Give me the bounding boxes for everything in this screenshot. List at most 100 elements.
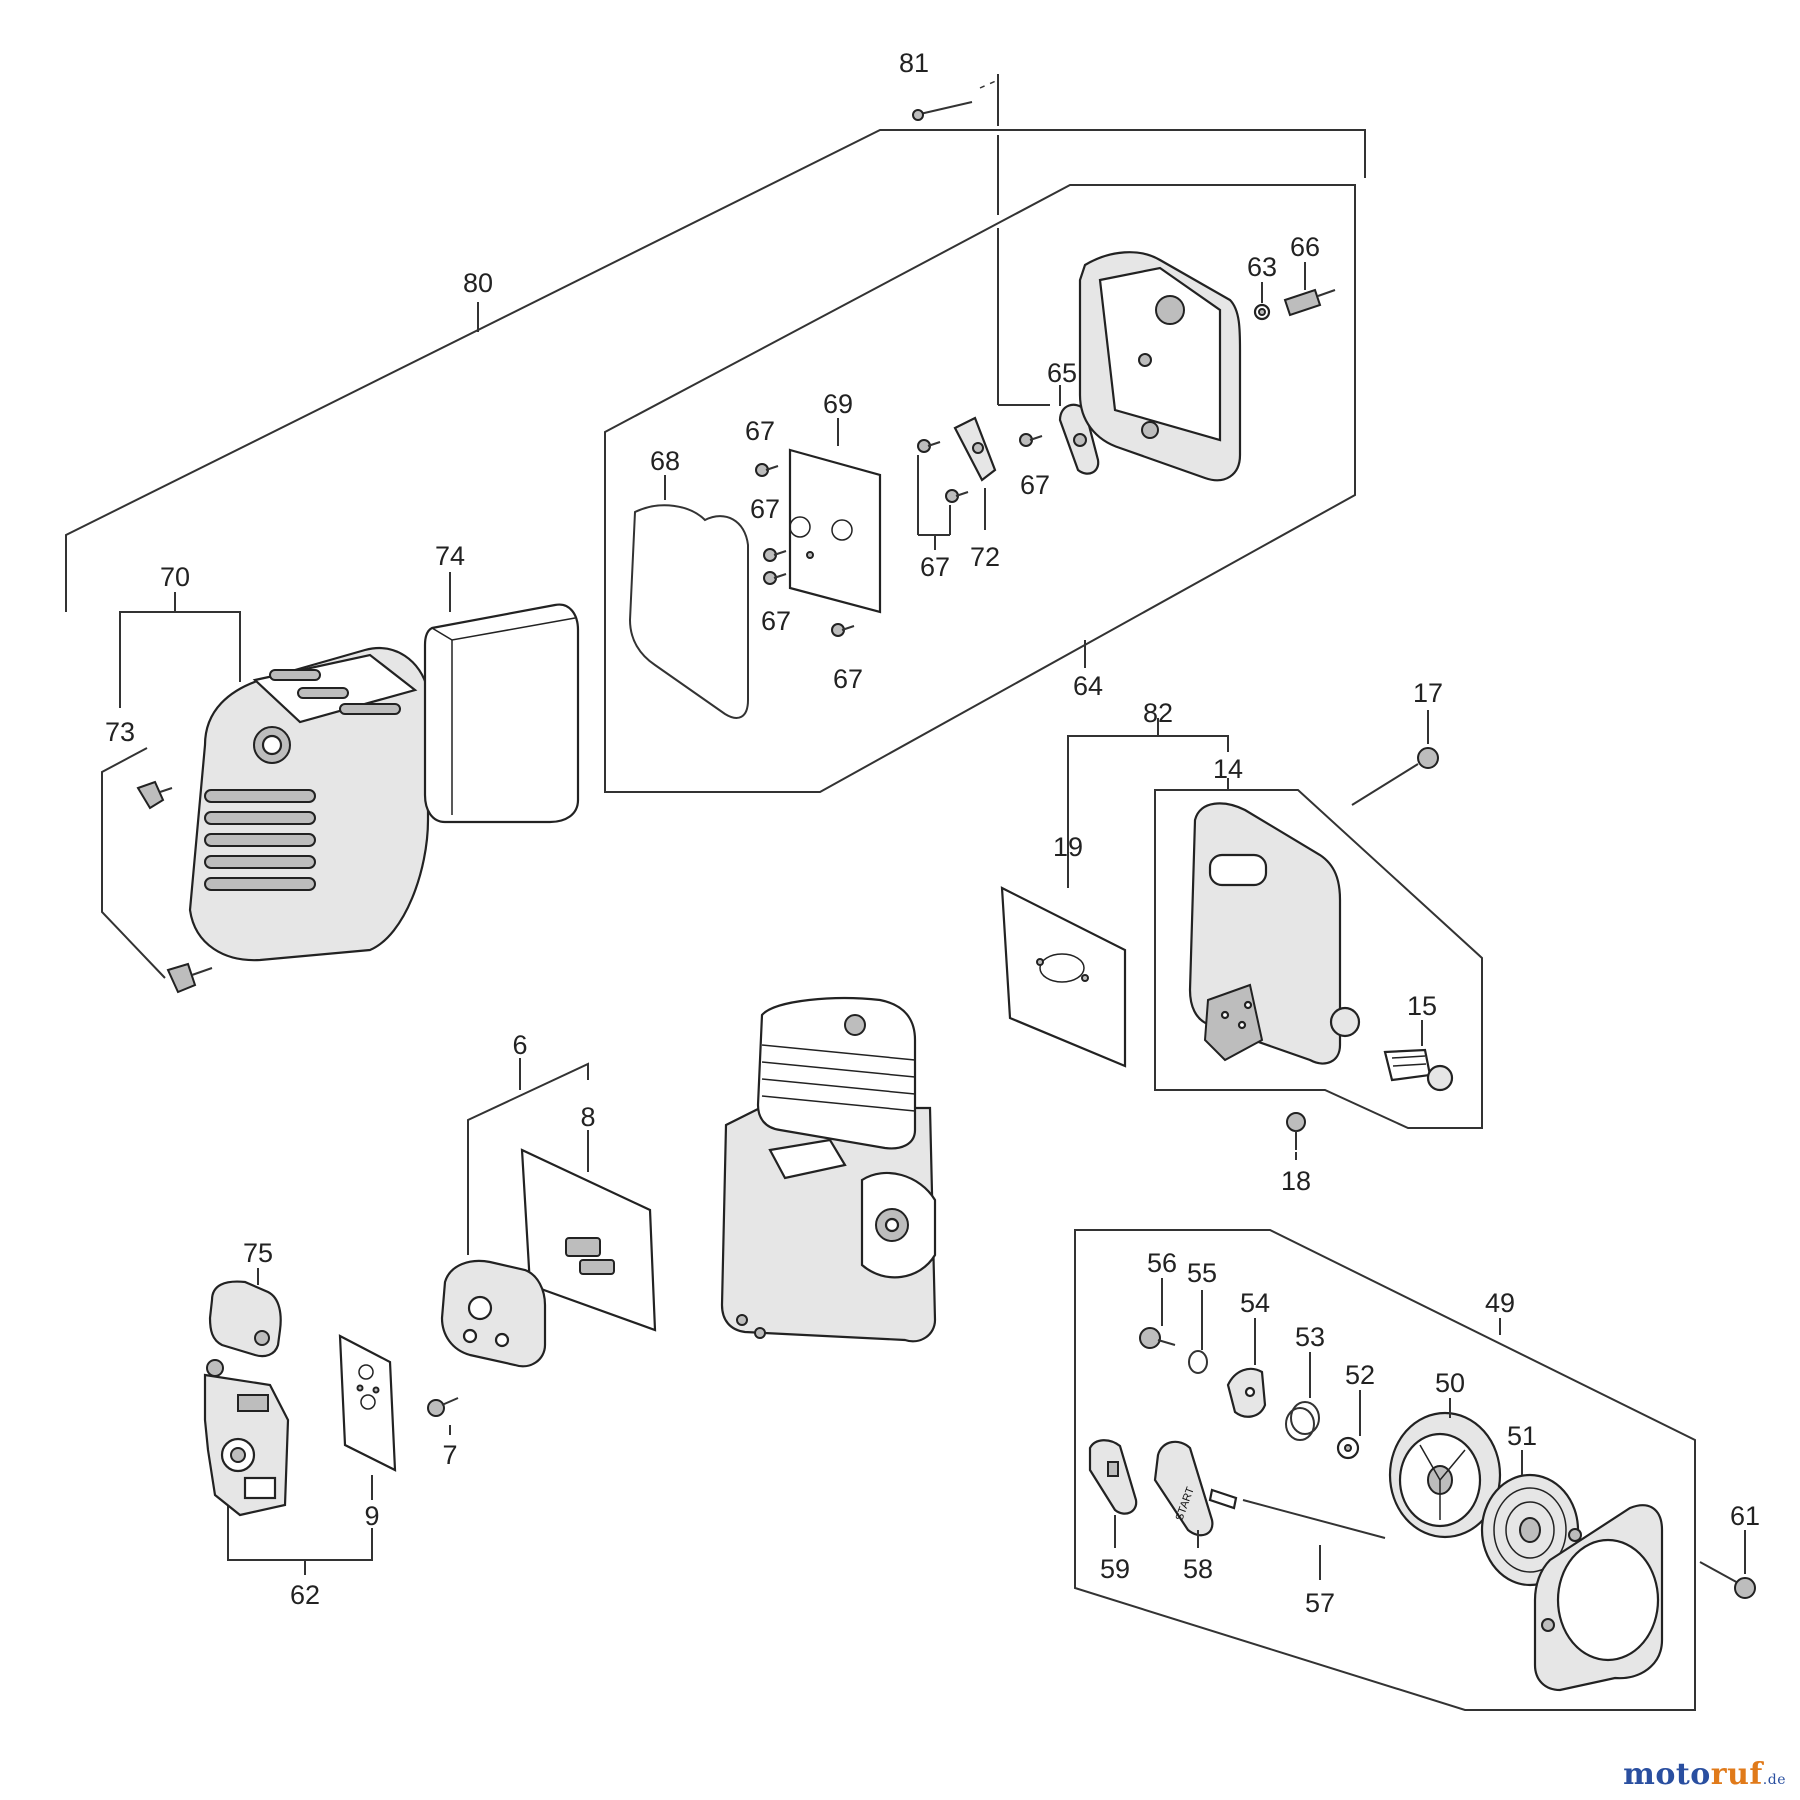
bracket-part-72 <box>953 416 997 482</box>
callout-6: 6 <box>512 1030 527 1060</box>
callout-15: 15 <box>1407 991 1437 1021</box>
air-filter-cover-70 <box>188 647 430 962</box>
screw-67-f <box>945 489 969 503</box>
callout-61: 61 <box>1730 1501 1760 1531</box>
rope-pulley-50 <box>1388 1411 1502 1539</box>
screw-67-b <box>763 548 787 562</box>
callout-17: 17 <box>1413 678 1443 708</box>
bolt-56 <box>1139 1327 1176 1349</box>
bracket-80 <box>65 129 1366 612</box>
callout-67-e: 67 <box>920 552 950 582</box>
filter-element-74 <box>423 603 580 824</box>
filter-base-64 <box>1078 251 1242 482</box>
washer-52 <box>1336 1436 1360 1460</box>
callout-62: 62 <box>290 1580 320 1610</box>
callout-9: 9 <box>364 1501 379 1531</box>
screw-67-g <box>1019 433 1043 447</box>
callout-67-c: 67 <box>761 606 791 636</box>
callout-55: 55 <box>1187 1258 1217 1288</box>
bracket-49 <box>1074 1229 1696 1711</box>
starter-grip-58: START <box>1153 1440 1238 1537</box>
watermark-brand-b: ruf <box>1710 1757 1763 1792</box>
intake-gasket-8 <box>520 1148 657 1332</box>
starter-rope-57 <box>1242 1499 1386 1539</box>
air-filter-group <box>65 74 1366 994</box>
callout-63: 63 <box>1247 252 1277 282</box>
callout-74: 74 <box>435 541 465 571</box>
grip-cover-59 <box>1088 1439 1138 1515</box>
carburetor-62 <box>203 1359 290 1517</box>
callout-80: 80 <box>463 268 493 298</box>
starter-group: START <box>1074 1229 1756 1711</box>
muffler-gasket-19 <box>1000 886 1127 1068</box>
engine-cylinder-block <box>720 997 937 1343</box>
screw-7 <box>427 1397 459 1417</box>
callout-51: 51 <box>1507 1421 1537 1451</box>
spring-53 <box>1285 1401 1320 1441</box>
callout-53: 53 <box>1295 1322 1325 1352</box>
callout-54: 54 <box>1240 1288 1270 1318</box>
callout-73: 73 <box>105 717 135 747</box>
watermark-logo: motoruf.de <box>1623 1757 1786 1792</box>
screw-18 <box>1286 1112 1306 1150</box>
callout-8: 8 <box>580 1102 595 1132</box>
knob-73-upper <box>136 780 173 810</box>
callout-7: 7 <box>442 1440 457 1470</box>
bracket-82 <box>1067 735 1229 866</box>
bracket-64 <box>604 184 1356 793</box>
callout-75: 75 <box>243 1238 273 1268</box>
callout-56: 56 <box>1147 1248 1177 1278</box>
callout-68: 68 <box>650 446 680 476</box>
callout-19: 19 <box>1053 832 1083 862</box>
callout-labels: 81 80 66 63 65 69 67 67 67 67 67 67 68 7… <box>105 48 1760 1618</box>
ratchet-pawl-54 <box>1226 1367 1267 1418</box>
watermark-suffix: .de <box>1762 1772 1786 1788</box>
screw-67-e <box>917 439 941 453</box>
washer-63 <box>1253 303 1271 321</box>
callout-50: 50 <box>1435 1368 1465 1398</box>
callout-67-f: 67 <box>1020 470 1050 500</box>
callout-59: 59 <box>1100 1554 1130 1584</box>
muffler-group <box>1000 710 1483 1160</box>
callout-65: 65 <box>1047 358 1077 388</box>
callout-70: 70 <box>160 562 190 592</box>
bracket-14 <box>1154 789 1483 1129</box>
callout-82: 82 <box>1143 698 1173 728</box>
knob-73-lower <box>166 962 213 994</box>
callout-81: 81 <box>899 48 929 78</box>
callout-69: 69 <box>823 389 853 419</box>
screw-67-c <box>763 571 787 585</box>
screw-67-a <box>755 463 779 477</box>
cover-vent-slots <box>204 669 401 891</box>
callout-64: 64 <box>1073 671 1103 701</box>
intake-group <box>203 1058 657 1575</box>
starter-housing <box>1533 1504 1664 1692</box>
washer-55 <box>1188 1350 1208 1374</box>
screw-67-d <box>831 623 855 637</box>
bracket-6 <box>467 1062 589 1255</box>
carb-gasket-9 <box>338 1334 397 1472</box>
callout-49: 49 <box>1485 1288 1515 1318</box>
watermark-brand-a: moto <box>1623 1757 1711 1792</box>
bolt-61 <box>1699 1561 1756 1599</box>
callout-67-b: 67 <box>750 494 780 524</box>
callout-67-d: 67 <box>833 664 863 694</box>
spark-screen-15 <box>1383 1048 1454 1092</box>
bracket-73 <box>101 747 166 979</box>
fitting-66 <box>1283 288 1336 317</box>
bracket-70 <box>119 611 241 708</box>
primer-bulb-75 <box>208 1280 282 1358</box>
intake-manifold-6 <box>440 1259 547 1368</box>
callout-72: 72 <box>970 542 1000 572</box>
screw-81-guide <box>979 79 999 89</box>
bolt-17 <box>1351 747 1439 806</box>
bracket-62 <box>227 1506 373 1561</box>
callout-66: 66 <box>1290 232 1320 262</box>
callout-18: 18 <box>1281 1166 1311 1196</box>
choke-lever-65 <box>1058 403 1100 475</box>
callout-67-a: 67 <box>745 416 775 446</box>
callout-14: 14 <box>1213 754 1243 784</box>
callout-52: 52 <box>1345 1360 1375 1390</box>
gasket-68 <box>628 504 749 719</box>
